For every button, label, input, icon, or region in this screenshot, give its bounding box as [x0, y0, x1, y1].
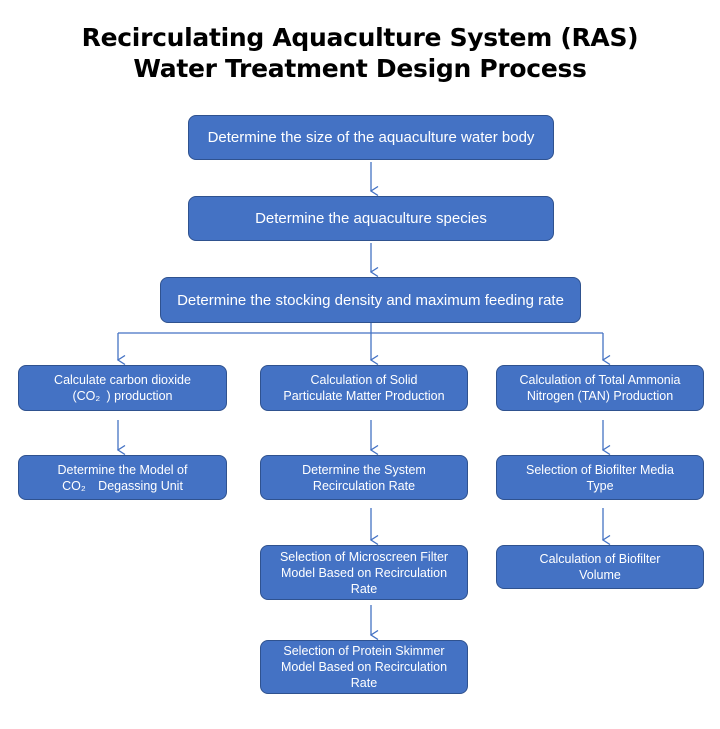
step-microscreen-filter[interactable]: Selection of Microscreen Filter Model Ba…	[260, 545, 468, 600]
step-label-line: Determine the System	[302, 462, 426, 477]
step-label-line: CO₂ Degassing Unit	[62, 478, 183, 493]
step-co2-degassing-unit[interactable]: Determine the Model of CO₂ Degassing Uni…	[18, 455, 227, 500]
step-recirculation-rate[interactable]: Determine the System Recirculation Rate	[260, 455, 468, 500]
step-label: Determine the aquaculture species	[255, 210, 487, 227]
step-label-line: Selection of Protein Skimmer	[283, 644, 445, 658]
step-label-line: Model Based on Recirculation	[280, 660, 448, 674]
step-label: Determine the stocking density and maxim…	[177, 291, 564, 309]
step-label-line: Type	[586, 478, 614, 493]
step-co2-production[interactable]: Calculate carbon dioxide (CO₂ ) producti…	[18, 365, 227, 411]
step-label-line: Calculate carbon dioxide	[54, 373, 191, 387]
step-label-line: Calculation of Total Ammonia	[519, 373, 681, 387]
step-label: Determine the size of the aquaculture wa…	[207, 129, 535, 146]
step-stocking-density[interactable]: Determine the stocking density and maxim…	[160, 277, 581, 323]
step-aquaculture-species[interactable]: Determine the aquaculture species	[188, 196, 554, 241]
step-biofilter-media[interactable]: Selection of Biofilter Media Type	[496, 455, 704, 500]
diagram-title: Recirculating Aquaculture System (RAS) W…	[0, 22, 720, 84]
step-label-line: Particulate Matter Production	[283, 389, 445, 403]
title-line-2: Water Treatment Design Process	[133, 54, 587, 83]
step-aquaculture-size[interactable]: Determine the size of the aquaculture wa…	[188, 115, 554, 160]
step-label-line: Recirculation Rate	[312, 478, 416, 493]
step-label-line: Volume	[579, 568, 621, 582]
step-label-line: Nitrogen (TAN) Production	[526, 389, 674, 403]
step-tan-production[interactable]: Calculation of Total Ammonia Nitrogen (T…	[496, 365, 704, 411]
step-label-line: Calculation of Solid	[310, 373, 418, 387]
step-label-line: Selection of Microscreen Filter	[279, 549, 449, 564]
step-label-line: Model Based on Recirculation	[280, 565, 448, 580]
step-label-line: Selection of Biofilter Media	[526, 462, 674, 477]
step-label-line: Rate	[350, 581, 378, 596]
step-biofilter-volume[interactable]: Calculation of Biofilter Volume	[496, 545, 704, 589]
step-label-line: Determine the Model of	[57, 462, 188, 477]
step-solids-production[interactable]: Calculation of Solid Particulate Matter …	[260, 365, 468, 411]
title-line-1: Recirculating Aquaculture System (RAS)	[81, 23, 639, 52]
step-label-line: Rate	[350, 676, 378, 690]
step-label-line: (CO₂ ) production	[72, 389, 173, 403]
step-label-line: Calculation of Biofilter	[539, 552, 661, 566]
step-protein-skimmer[interactable]: Selection of Protein Skimmer Model Based…	[260, 640, 468, 694]
